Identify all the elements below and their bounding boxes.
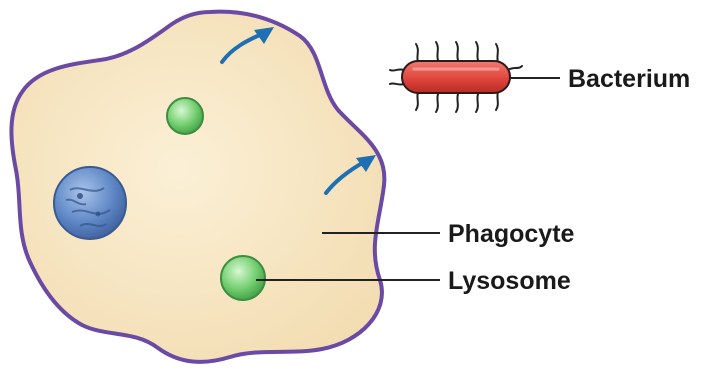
lysosome-upper [167,98,203,134]
nucleus [54,167,126,239]
bacterium-label: Bacterium [568,65,690,93]
lysosome-labeled [221,256,265,300]
bacterium [390,42,522,112]
phagocyte-label: Phagocyte [448,220,575,248]
lysosome-label: Lysosome [448,267,571,295]
